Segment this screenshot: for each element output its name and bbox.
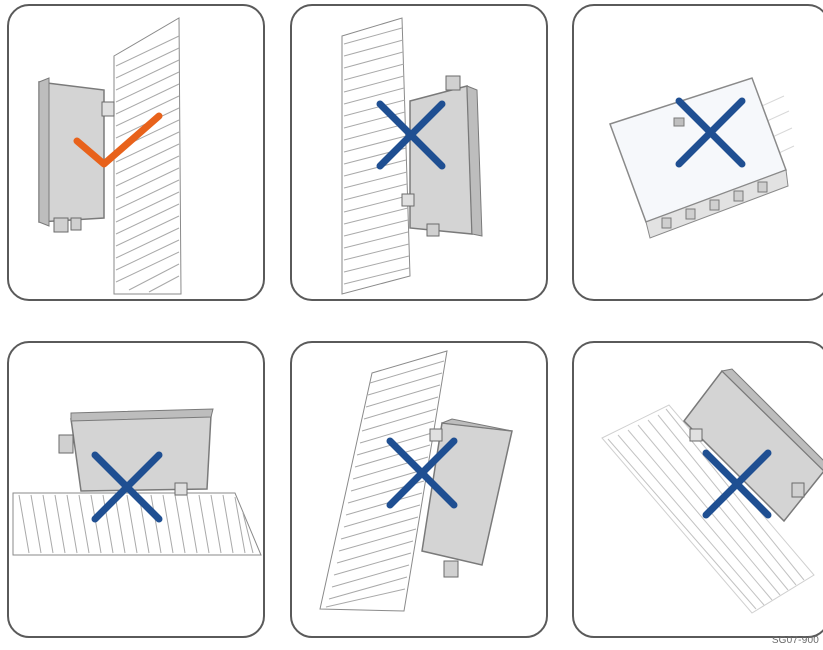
panel-incorrect-horizontal bbox=[7, 341, 265, 638]
panel-correct-vertical bbox=[7, 4, 265, 301]
panel-incorrect-reversed bbox=[290, 4, 548, 301]
ground-hatch bbox=[13, 493, 261, 555]
wall-hatch bbox=[114, 18, 181, 294]
figure-code: SG07-900 bbox=[772, 635, 819, 646]
panel-incorrect-tilted-forward bbox=[290, 341, 548, 638]
panel-incorrect-flat bbox=[572, 4, 823, 301]
inverter-device bbox=[402, 76, 482, 236]
panel-incorrect-tilted-backward bbox=[572, 341, 823, 638]
inverter-device bbox=[422, 419, 512, 577]
inverter-device bbox=[610, 78, 788, 238]
wall-hatch bbox=[342, 18, 410, 294]
inverter-device bbox=[39, 78, 114, 232]
